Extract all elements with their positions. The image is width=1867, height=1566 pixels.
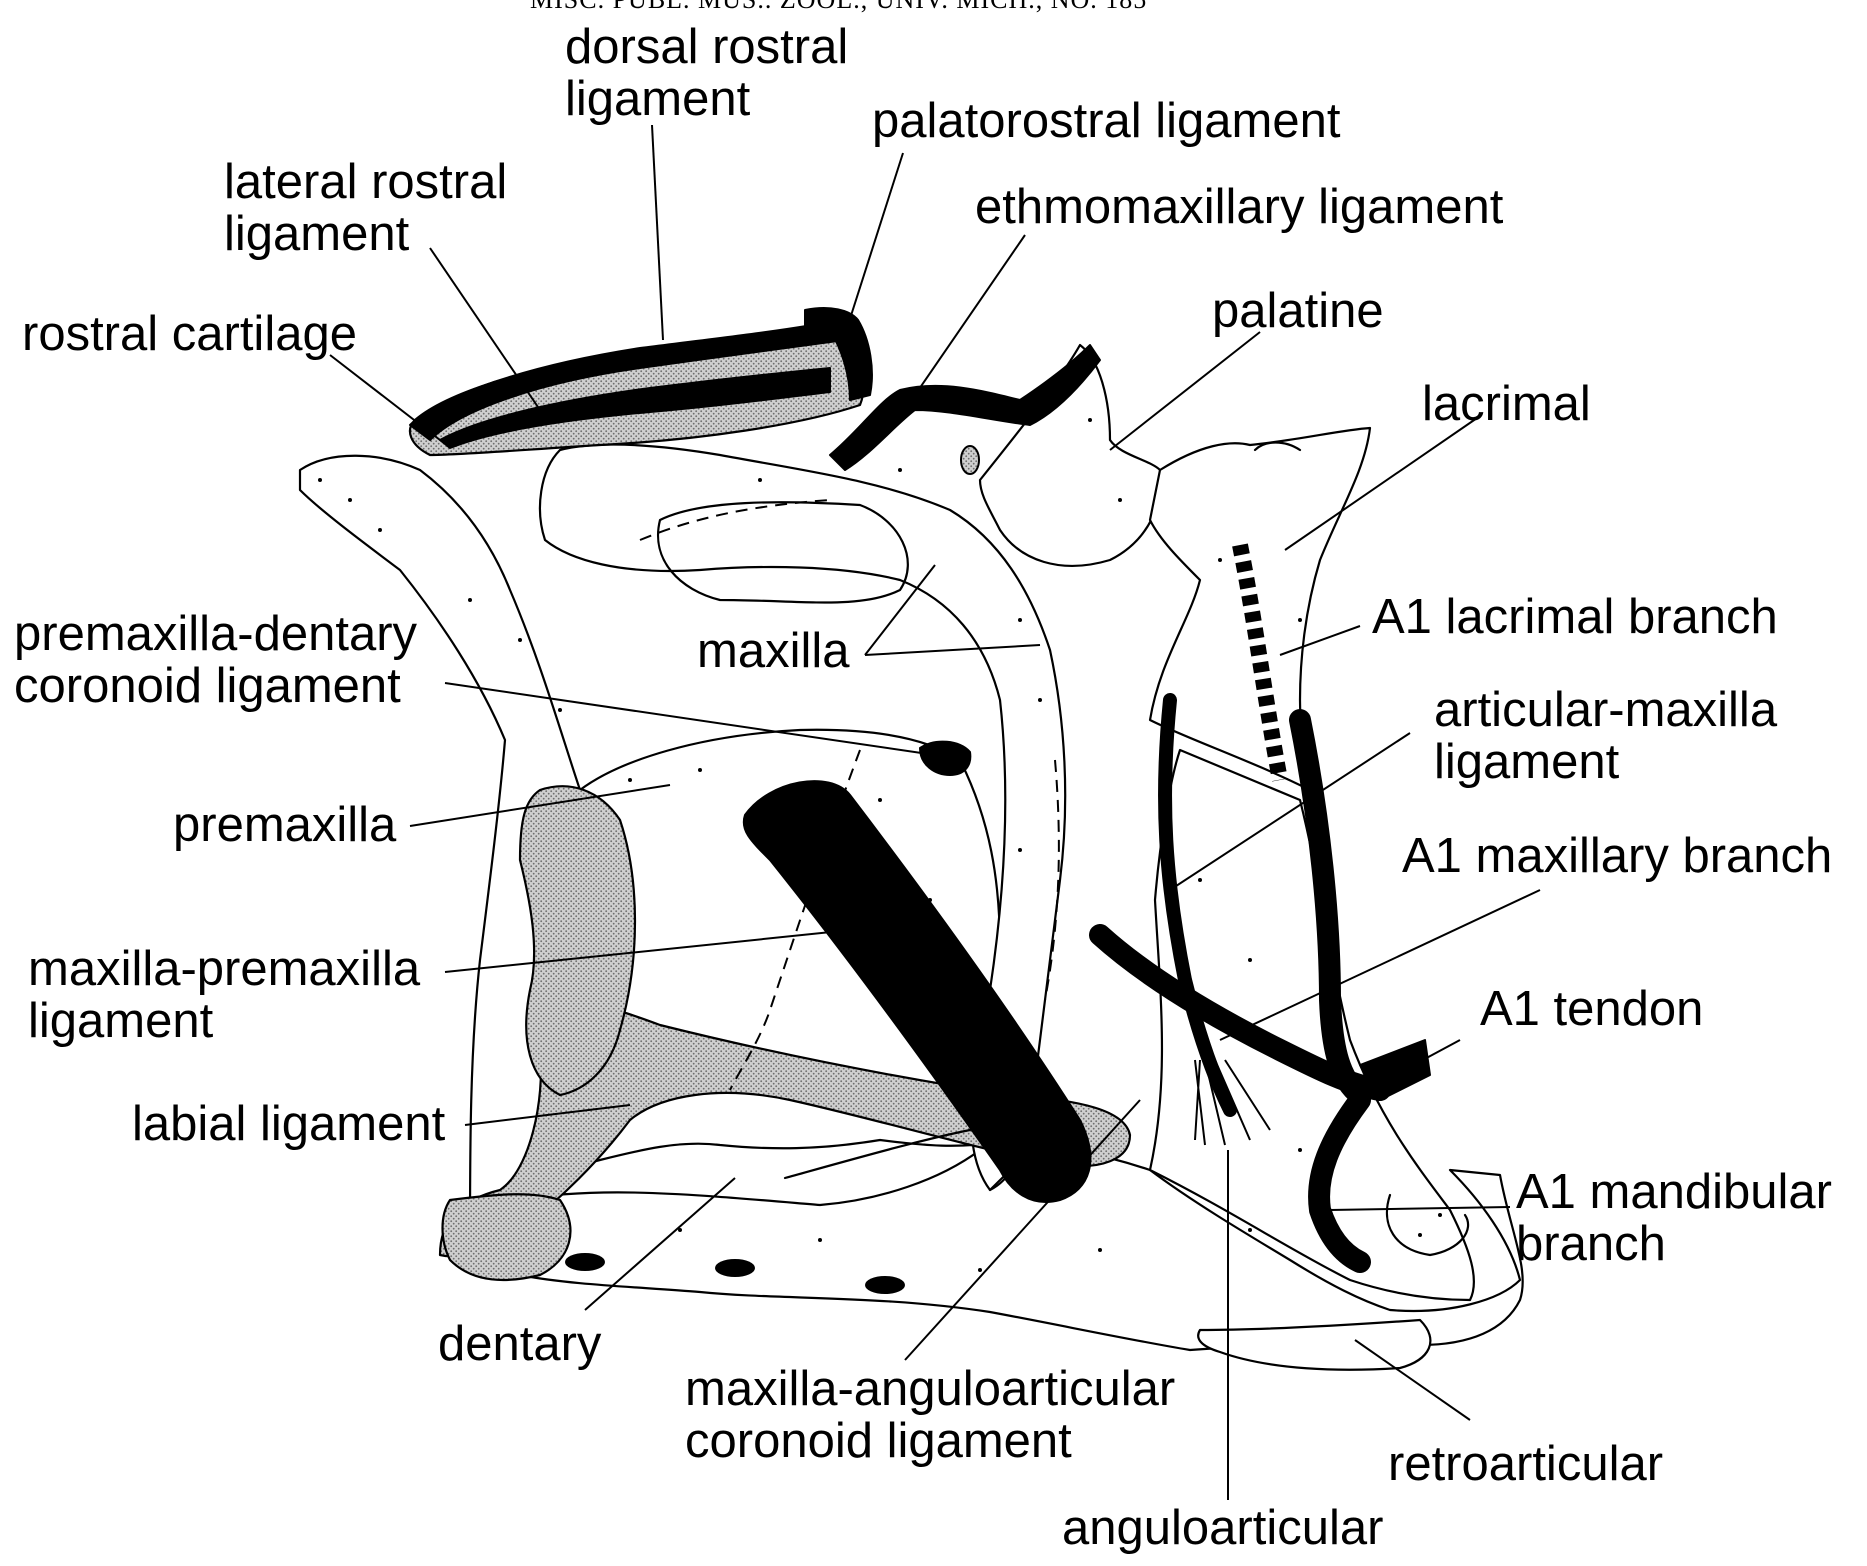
lacrimal-notch <box>1253 441 1302 452</box>
retroarticular-hook <box>1385 1193 1470 1257</box>
leader-a1-maxillary <box>1219 889 1541 1041</box>
leader-labial <box>464 1104 631 1126</box>
label-lacrimal: lacrimal <box>1422 377 1591 431</box>
leader-maxilla-premaxilla <box>444 927 871 973</box>
leader-a1-mandibular <box>1329 1206 1511 1211</box>
maxilla-premaxilla-ligament-bar <box>742 780 1092 1203</box>
labial-ligament-shape <box>438 1002 1132 1258</box>
articular-maxilla-ligament-shape <box>1158 693 1237 1117</box>
label-a1-tendon: A1 tendon <box>1480 982 1703 1036</box>
leader-maxilla-b <box>864 644 1041 656</box>
coronoid-contour <box>988 1138 1052 1192</box>
bone-stipple-dots <box>318 418 1442 1272</box>
leader-retroarticular <box>1354 1339 1471 1421</box>
leader-maxilla-a <box>864 564 936 656</box>
leader-palatine <box>1109 331 1261 451</box>
maxilla-head <box>657 501 909 604</box>
label-palatine: palatine <box>1212 284 1384 338</box>
page-header: MISC. PUBL. MUS.. ZOOL., UNIV. MICH., NO… <box>530 0 1147 14</box>
hidden-outline-3 <box>639 499 831 541</box>
a1-mandibular-branch-shape <box>1308 1089 1371 1273</box>
label-dentary: dentary <box>438 1317 602 1371</box>
jaw-contour-line <box>783 1128 972 1180</box>
label-palatorostral-ligament: palatorostral ligament <box>872 94 1341 148</box>
a1-tendon-shape <box>1359 1039 1431 1101</box>
leader-dorsal-rostral <box>651 124 664 341</box>
dentary-pore-3 <box>865 1276 905 1294</box>
leader-lateral-rostral <box>429 247 541 411</box>
ethmomaxillary-ligament-shape <box>829 344 1101 471</box>
leader-ethmomaxillary <box>914 234 1026 396</box>
label-ethmomaxillary-ligament: ethmomaxillary ligament <box>975 180 1504 234</box>
dentary-pore-1 <box>565 1253 605 1271</box>
leader-lines <box>329 124 1541 1500</box>
leader-dentary <box>584 1177 736 1311</box>
maxilla-premaxilla-ligament-shape <box>518 785 637 1097</box>
lacrimal-bone <box>1148 426 1372 792</box>
dentary-lower-ligament <box>441 1193 572 1282</box>
palatorostral-ligament-shape <box>804 307 873 401</box>
label-retroarticular: retroarticular <box>1388 1437 1663 1491</box>
leader-palatorostral <box>839 152 904 351</box>
label-anguloarticular: anguloarticular <box>1062 1501 1383 1555</box>
a1-lacrimal-branch-shape <box>1232 543 1288 782</box>
leader-a1-tendon <box>1394 1039 1461 1076</box>
lateral-rostral-ligament-shape <box>439 367 831 449</box>
hidden-outline-1 <box>729 749 861 1091</box>
retroarticular-bone <box>1197 1318 1432 1371</box>
coronoid-ligament-blob <box>919 740 972 776</box>
leader-articular-maxilla <box>1169 732 1411 891</box>
ethmoid-knob <box>960 445 980 475</box>
label-a1-maxillary-branch: A1 maxillary branch <box>1402 829 1832 883</box>
label-a1-lacrimal-branch: A1 lacrimal branch <box>1372 590 1778 644</box>
label-premaxilla: premaxilla <box>173 798 397 852</box>
hidden-outline-2 <box>1044 759 1060 1001</box>
dentary-pore-2 <box>715 1259 755 1277</box>
skull-drawing <box>298 307 1524 1371</box>
label-rostral-cartilage: rostral cartilage <box>22 307 357 361</box>
leader-rostral-cartilage <box>329 354 441 441</box>
leader-a1-lacrimal <box>1279 625 1361 656</box>
leader-premaxilla-dentary <box>444 682 936 756</box>
label-maxilla: maxilla <box>697 624 850 678</box>
label-labial-ligament: labial ligament <box>132 1097 446 1151</box>
leader-premaxilla <box>409 784 671 827</box>
leader-maxilla-anguloarticular <box>904 1099 1141 1361</box>
leader-lacrimal <box>1284 415 1481 551</box>
a1-fibre-fan <box>1194 1059 1271 1146</box>
